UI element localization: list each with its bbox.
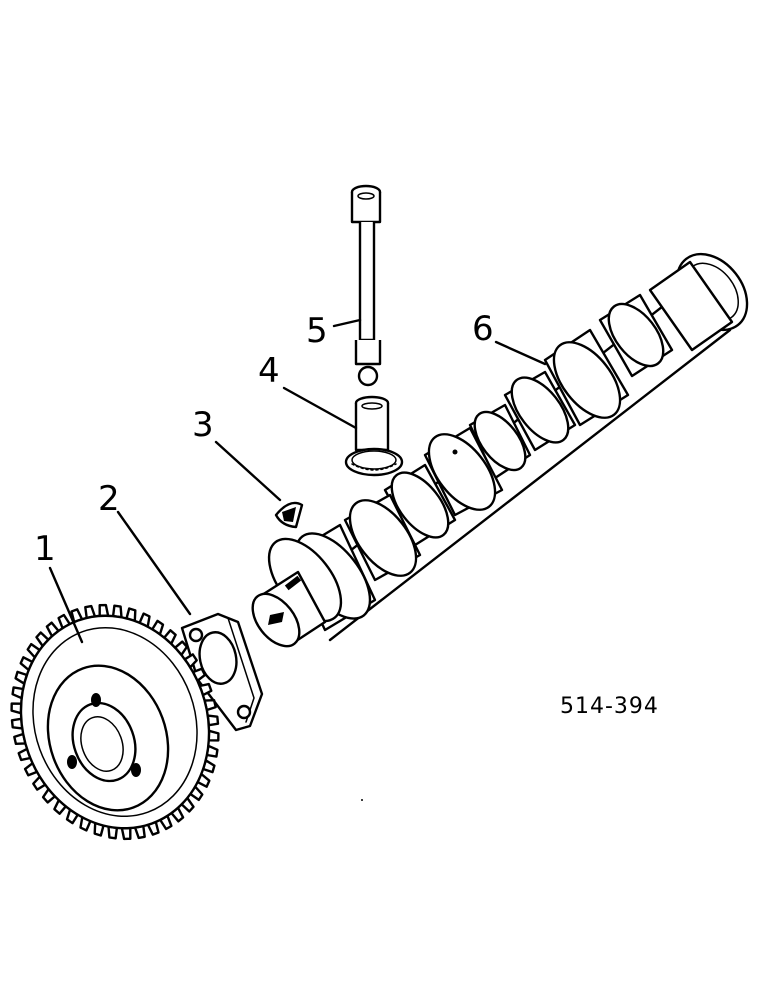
leader-line-4 <box>282 386 358 430</box>
leader-line-3 <box>214 440 282 502</box>
timing-gear-part <box>10 603 220 841</box>
gear-tooth <box>120 826 132 841</box>
gear-tooth <box>98 603 110 618</box>
cam-lobe <box>503 370 577 452</box>
callout-5: 5 <box>306 311 328 351</box>
leader-line-2 <box>116 510 192 616</box>
leader-line-6 <box>494 340 547 366</box>
stray-dot <box>361 799 363 801</box>
callout-1: 1 <box>34 529 56 569</box>
callout-6: 6 <box>472 309 494 349</box>
callout-3: 3 <box>192 405 214 445</box>
cam-lobe <box>343 493 422 582</box>
leader-line-1 <box>48 566 84 644</box>
front-journal <box>267 523 377 632</box>
reference-code: 514-394 <box>560 694 659 719</box>
callout-2: 2 <box>98 479 120 519</box>
gear-tooth <box>207 729 220 742</box>
cam-lobe <box>543 328 630 427</box>
leader-lines <box>48 318 547 644</box>
woodruff-key-part <box>274 501 304 529</box>
leader-line-5 <box>332 318 362 328</box>
gear-tooth <box>10 702 23 715</box>
bearing-journal <box>468 403 532 480</box>
camshaft-nose <box>251 570 327 648</box>
tappet-part <box>344 395 404 477</box>
cam-lobe <box>423 426 504 517</box>
cam-lobe <box>383 463 457 547</box>
callout-4: 4 <box>258 351 280 391</box>
cam-lobe <box>598 293 674 378</box>
camshaft-part <box>251 252 749 648</box>
push-rod-part <box>350 184 382 387</box>
